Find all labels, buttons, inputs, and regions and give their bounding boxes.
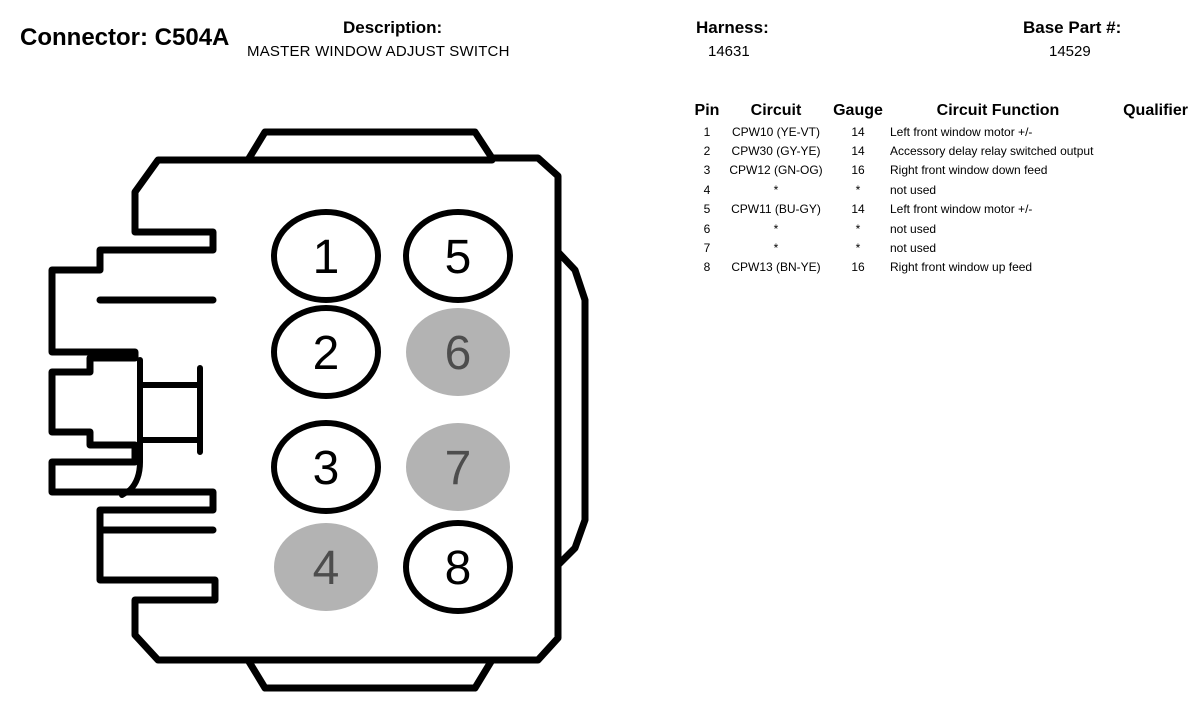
cell-function: Accessory delay relay switched output <box>890 144 1094 159</box>
pinout-table: Pin Circuit Gauge Circuit Function Quali… <box>692 100 1188 277</box>
cell-gauge: * <box>855 221 861 236</box>
cell-gauge: 16 <box>851 163 865 178</box>
base-part-value: 14529 <box>1049 43 1091 60</box>
cavity-6: 6 <box>406 308 510 396</box>
cavity-8: 8 <box>403 520 513 614</box>
cell-gauge: 14 <box>851 202 865 217</box>
cell-qualifier <box>1110 200 1188 219</box>
cell-qualifier <box>1110 238 1188 257</box>
cell-pin: 8 <box>703 260 711 275</box>
connector-lock-arm <box>137 365 203 455</box>
connector-face-diagram: 1 2 3 4 5 6 7 8 <box>48 128 589 692</box>
table-row: 4 * * not used <box>692 180 1188 199</box>
cell-function: Left front window motor +/- <box>890 202 1033 217</box>
cavity-6-label: 6 <box>445 327 472 380</box>
table-row: 7 * * not used <box>692 238 1188 257</box>
table-row: 2 CPW30 (GY-YE) 14 Accessory delay relay sw… <box>692 141 1188 160</box>
cavity-3-label: 3 <box>313 442 340 495</box>
cavity-layer: 1 2 3 4 5 6 7 8 <box>271 209 513 614</box>
cell-function: not used <box>890 221 937 236</box>
table-row: 6 * * not used <box>692 219 1188 238</box>
cavity-4-label: 4 <box>313 542 340 595</box>
cavity-1-label: 1 <box>313 231 340 284</box>
cavity-7-label: 7 <box>445 442 472 495</box>
table-row: 8 CPW13 (BN-YE) 16 Right front window up fe… <box>692 258 1188 277</box>
cavity-8-circle <box>403 520 513 614</box>
cell-circuit: CPW13 (BN-YE) <box>731 260 821 275</box>
cell-circuit: * <box>773 182 779 197</box>
cell-function: not used <box>890 182 937 197</box>
cavity-1-circle <box>271 209 381 303</box>
description-value: MASTER WINDOW ADJUST SWITCH <box>247 43 510 60</box>
cavity-3: 3 <box>271 420 381 514</box>
cavity-8-label: 8 <box>445 542 472 595</box>
cell-circuit: CPW10 (YE-VT) <box>731 124 820 139</box>
cell-pin: 1 <box>703 124 711 139</box>
cell-pin: 4 <box>703 182 711 197</box>
cell-qualifier <box>1110 141 1188 160</box>
cell-pin: 2 <box>703 144 711 159</box>
cavity-5: 5 <box>403 209 513 303</box>
cavity-4: 4 <box>274 523 378 611</box>
cell-gauge: 14 <box>851 124 865 139</box>
cavity-6-circle <box>406 308 510 396</box>
cavity-2: 2 <box>271 305 381 399</box>
cell-pin: 5 <box>703 202 711 217</box>
cavity-7-circle <box>406 423 510 511</box>
connector-title: Connector: C504A <box>20 24 230 51</box>
cell-circuit: * <box>773 221 779 236</box>
cell-function: not used <box>890 241 937 256</box>
cavity-2-circle <box>271 305 381 399</box>
cell-qualifier <box>1110 161 1188 180</box>
harness-value: 14631 <box>708 43 750 60</box>
table-row: 1 CPW10 (YE-VT) 14 Left front window motor … <box>692 122 1188 141</box>
cavity-2-label: 2 <box>313 327 340 380</box>
cell-function: Right front window down feed <box>890 163 1048 178</box>
harness-label: Harness: <box>696 18 769 37</box>
cavity-1: 1 <box>271 209 381 303</box>
connector-lock-hook <box>119 357 143 498</box>
cell-qualifier <box>1110 258 1188 277</box>
cell-function: Right front window up feed <box>890 260 1033 275</box>
header-circuit: Circuit <box>750 102 802 119</box>
cell-qualifier <box>1110 122 1188 141</box>
header-qualifier: Qualifier <box>1123 102 1188 119</box>
table-row: 3 CPW12 (GN-OG) 16 Right front window down … <box>692 161 1188 180</box>
cell-gauge: * <box>855 182 861 197</box>
cavity-3-circle <box>271 420 381 514</box>
base-part-label: Base Part #: <box>1023 18 1122 37</box>
cavity-5-circle <box>403 209 513 303</box>
cell-pin: 7 <box>703 241 711 256</box>
cell-pin: 6 <box>703 221 711 236</box>
header-pin: Pin <box>694 102 720 119</box>
cell-gauge: * <box>855 241 861 256</box>
cavity-4-circle <box>274 523 378 611</box>
cell-qualifier <box>1110 180 1188 199</box>
cell-pin: 3 <box>703 163 711 178</box>
cavity-7: 7 <box>406 423 510 511</box>
cell-circuit: CPW11 (BU-GY) <box>731 202 821 217</box>
cell-gauge: 14 <box>851 144 865 159</box>
header-circuit-function: Circuit Function <box>936 102 1060 119</box>
cell-circuit: CPW12 (GN-OG) <box>729 163 823 178</box>
header-gauge: Gauge <box>833 102 883 119</box>
table-header-row: Pin Circuit Gauge Circuit Function Quali… <box>692 100 1188 122</box>
cell-function: Left front window motor +/- <box>890 124 1033 139</box>
cavity-5-label: 5 <box>445 231 472 284</box>
cell-circuit: CPW30 (GY-YE) <box>731 144 821 159</box>
description-label: Description: <box>343 18 443 37</box>
cell-qualifier <box>1110 219 1188 238</box>
cell-circuit: * <box>773 241 779 256</box>
cell-gauge: 16 <box>851 260 865 275</box>
table-row: 5 CPW11 (BU-GY) 14 Left front window motor … <box>692 200 1188 219</box>
connector-right-latch <box>554 248 589 569</box>
